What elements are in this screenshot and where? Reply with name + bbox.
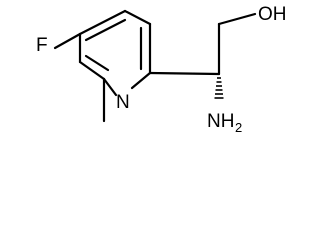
amino-label: NH xyxy=(207,111,234,132)
amino-hashed-wedge xyxy=(214,77,224,99)
side-chain-bond xyxy=(148,71,221,76)
fluorine-label: F xyxy=(36,35,48,56)
hydroxyl-bond xyxy=(217,12,257,26)
ring-nitrogen-label: N xyxy=(116,92,130,113)
ring-bond-c6-c1-inner xyxy=(84,54,110,72)
amino-subscript: 2 xyxy=(235,120,242,135)
ring-bond-c2-c3 xyxy=(78,9,127,36)
ring-bond-c3-c4 xyxy=(123,9,152,26)
ring-bond-c5-n xyxy=(130,71,152,90)
hydroxyl-label: OH xyxy=(258,4,287,25)
ring-bond-c6-c1 xyxy=(78,60,106,81)
fluorine-bond xyxy=(53,32,82,50)
ring-bond-c3-c3-inner xyxy=(84,18,127,42)
ring-bond-n-c6 xyxy=(102,77,118,97)
chemical-structure: F N OH NH 2 xyxy=(36,4,287,135)
